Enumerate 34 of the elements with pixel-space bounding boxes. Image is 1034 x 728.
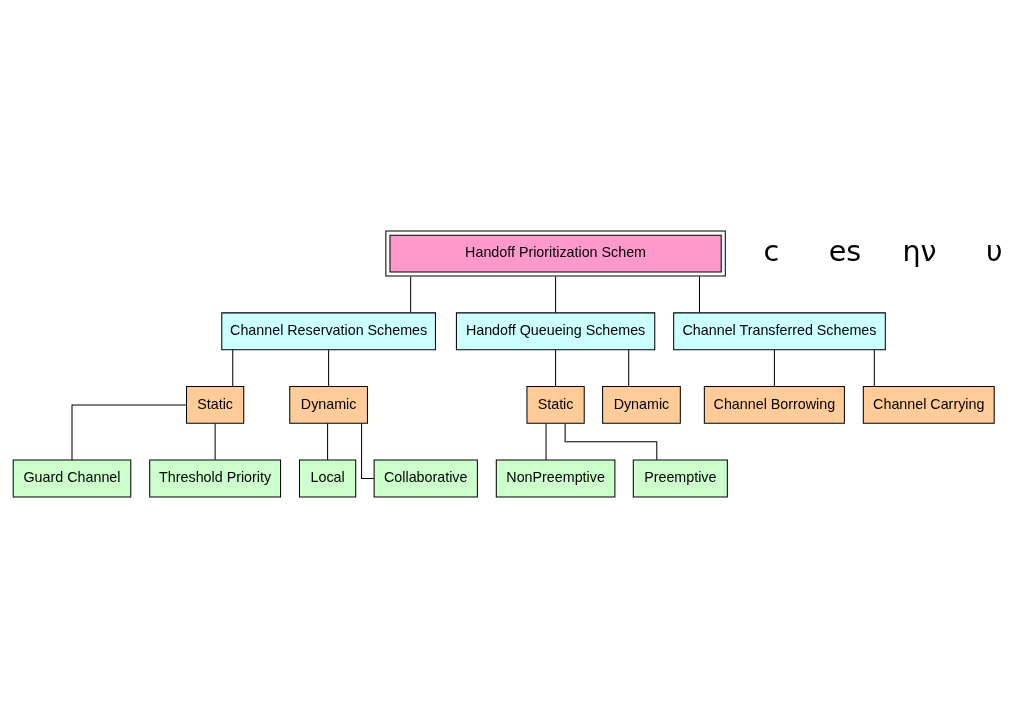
node-box: Handoff Queueing Schemes <box>455 312 655 351</box>
connector <box>70 404 187 461</box>
connector <box>545 422 547 461</box>
connector <box>773 349 775 387</box>
node-box: Threshold Priority <box>148 459 281 498</box>
label: υ <box>985 233 1002 268</box>
node-box: Collaborative <box>373 459 478 498</box>
connector <box>409 275 411 313</box>
connector <box>554 275 556 313</box>
connector <box>627 349 629 387</box>
connector <box>214 422 216 461</box>
connector <box>231 349 233 387</box>
node-box: NonPreemptive <box>495 459 615 498</box>
connector <box>564 423 657 461</box>
node-box: Handoff Prioritization Schem <box>384 230 726 277</box>
node-box: Preemptive <box>632 459 728 498</box>
label: es <box>828 233 861 268</box>
node-box: Channel Carrying <box>862 386 995 424</box>
node-box: Channel Transferred Schemes <box>672 312 886 351</box>
connector <box>327 349 329 387</box>
node-box: Local <box>298 459 356 498</box>
connector <box>698 275 700 313</box>
node-box: Guard Channel <box>12 459 131 498</box>
node-box: Channel Reservation Schemes <box>220 312 436 351</box>
connector <box>873 349 875 387</box>
label: c <box>762 233 779 268</box>
label: ην <box>901 233 937 268</box>
connector <box>554 349 556 387</box>
node-box: Static <box>185 386 244 424</box>
node-box: Dynamic <box>288 386 368 424</box>
node-box: Channel Borrowing <box>703 386 845 424</box>
node-box: Static <box>525 386 585 424</box>
connector <box>326 422 328 461</box>
node-box: Dynamic <box>601 386 681 424</box>
